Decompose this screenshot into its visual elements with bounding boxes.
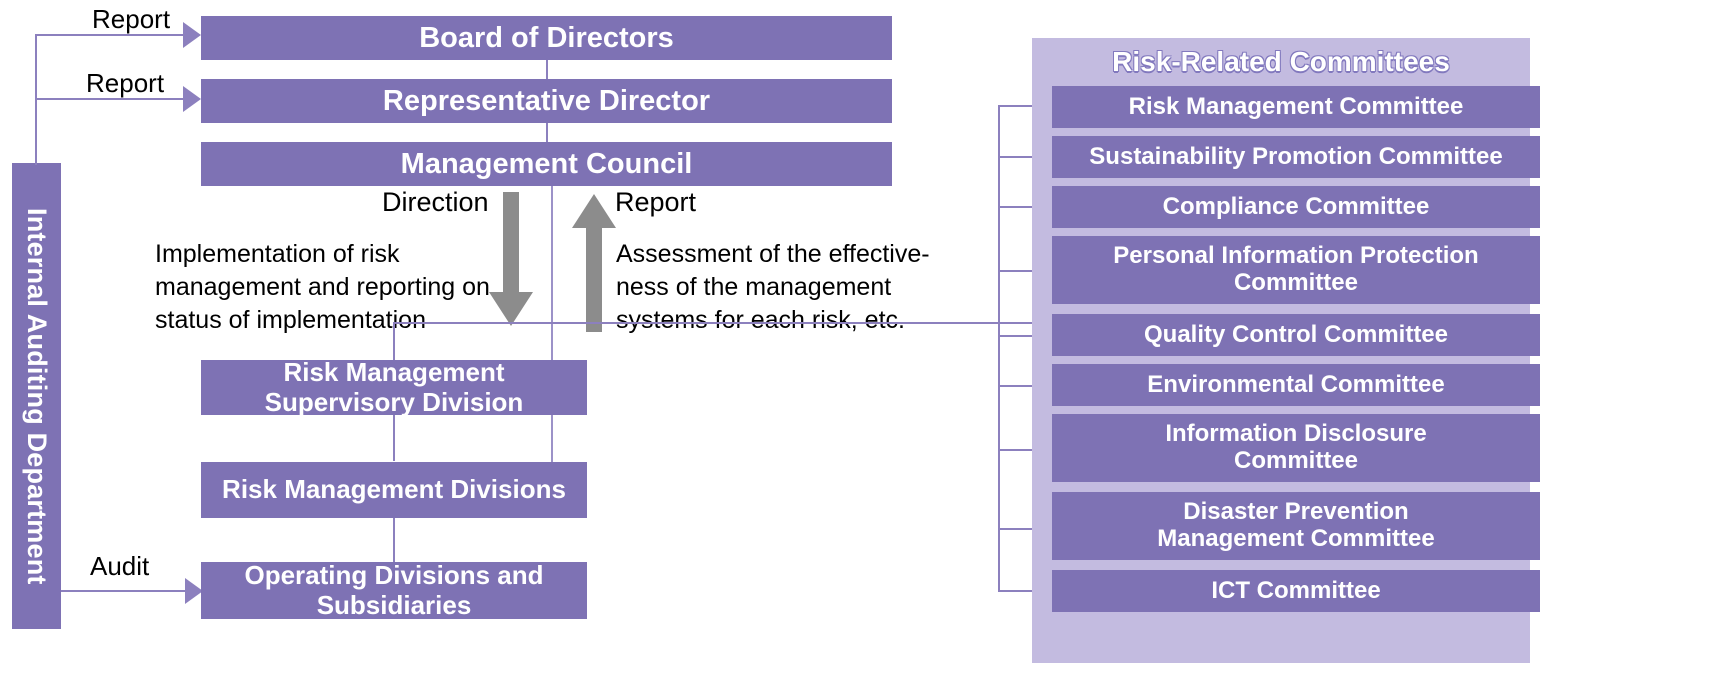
- committee-quality-control: Quality Control Committee: [1052, 314, 1540, 356]
- flow-text-down: Implementation of risk management and re…: [155, 240, 490, 334]
- supervisory-to-divisions-line: [393, 415, 395, 461]
- box-board-of-directors-label: Board of Directors: [419, 21, 674, 54]
- internal-auditing-department-bar: Internal Auditing Department: [12, 163, 61, 629]
- committee-branch-line-1: [998, 105, 1053, 107]
- committee-personal-information-protection-label: Personal Information Protection Committe…: [1113, 242, 1479, 296]
- report-board-arrowhead-icon: [183, 22, 201, 48]
- direction-down-arrow-icon: [489, 192, 533, 326]
- committee-information-disclosure-label: Information Disclosure Committee: [1165, 420, 1427, 474]
- report-representative-connector-line: [35, 98, 185, 100]
- committee-branch-line-4: [998, 270, 1053, 272]
- box-risk-management-supervisory-division: Risk Management Supervisory Division: [201, 357, 587, 417]
- committee-risk-management: Risk Management Committee: [1052, 86, 1540, 128]
- divisions-to-operating-line: [393, 518, 395, 562]
- audit-connector-line: [61, 590, 187, 592]
- box-representative-director-label: Representative Director: [382, 84, 711, 117]
- audit-arrowhead-icon: [185, 578, 203, 604]
- risk-related-committees-title: Risk-Related Committees: [1112, 46, 1450, 77]
- committee-quality-control-label: Quality Control Committee: [1143, 320, 1449, 348]
- operational-branch-vertical-line: [393, 322, 395, 360]
- committee-compliance: Compliance Committee: [1052, 186, 1540, 228]
- audit-trunk-vertical-line: [35, 35, 37, 165]
- audit-label: Audit: [90, 551, 150, 581]
- committee-branch-line-3: [998, 206, 1053, 208]
- committee-trunk-vertical-line: [998, 105, 1000, 590]
- box-operating-divisions-and-subsidiaries: Operating Divisions and Subsidiaries: [201, 560, 587, 620]
- committee-branch-line-9: [998, 590, 1053, 592]
- report-representative-arrowhead-icon: [183, 86, 201, 112]
- committee-disaster-prevention-management: Disaster Prevention Management Committee: [1052, 492, 1540, 560]
- committee-personal-information-protection: Personal Information Protection Committe…: [1052, 236, 1540, 304]
- committee-risk-management-label: Risk Management Committee: [1128, 92, 1464, 120]
- box-board-of-directors: Board of Directors: [201, 16, 892, 60]
- committee-branch-line-7: [998, 449, 1053, 451]
- committee-compliance-label: Compliance Committee: [1162, 192, 1430, 220]
- risk-related-committees-panel: Risk-Related Committees Risk Management …: [1032, 38, 1540, 663]
- committee-environmental: Environmental Committee: [1052, 364, 1540, 406]
- report-up-arrow-icon: [572, 194, 616, 332]
- committee-information-disclosure: Information Disclosure Committee: [1052, 414, 1540, 482]
- report-board-connector-line: [35, 34, 185, 36]
- direction-label: Direction: [382, 187, 489, 217]
- report-board-label: Report: [92, 4, 171, 34]
- operational-to-committees-line: [393, 322, 1033, 324]
- report-representative-label: Report: [86, 68, 165, 98]
- committee-branch-line-6: [998, 385, 1053, 387]
- report-up-label: Report: [615, 187, 697, 217]
- committee-sustainability-promotion-label: Sustainability Promotion Committee: [1089, 142, 1503, 170]
- box-management-council: Management Council: [201, 142, 892, 186]
- committee-sustainability-promotion: Sustainability Promotion Committee: [1052, 136, 1540, 178]
- box-risk-management-divisions: Risk Management Divisions: [201, 462, 587, 518]
- committee-branch-line-8: [998, 528, 1053, 530]
- center-divider-line: [551, 186, 553, 516]
- committee-ict: ICT Committee: [1052, 570, 1540, 612]
- flow-text-up: Assessment of the effective- ness of the…: [616, 240, 930, 334]
- box-operating-divisions-and-subsidiaries-label: Operating Divisions and Subsidiaries: [244, 560, 544, 620]
- committee-disaster-prevention-management-label: Disaster Prevention Management Committee: [1157, 498, 1435, 552]
- box-management-council-label: Management Council: [400, 147, 693, 180]
- box-risk-management-supervisory-division-label: Risk Management Supervisory Division: [264, 357, 524, 417]
- committee-branch-line-5: [998, 335, 1053, 337]
- committee-ict-label: ICT Committee: [1211, 576, 1381, 604]
- box-risk-management-divisions-label: Risk Management Divisions: [222, 474, 566, 505]
- committee-environmental-label: Environmental Committee: [1147, 370, 1445, 398]
- box-representative-director: Representative Director: [201, 79, 892, 123]
- committee-branch-line-2: [998, 156, 1053, 158]
- internal-auditing-department-label: Internal Auditing Department: [22, 207, 52, 585]
